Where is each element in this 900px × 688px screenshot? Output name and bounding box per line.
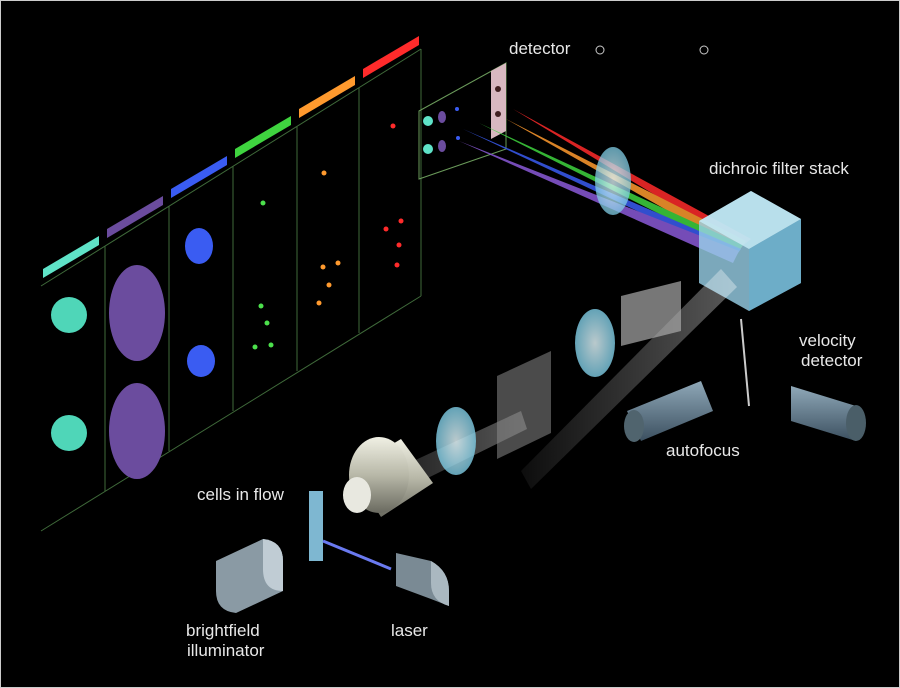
channel-color-bar — [299, 76, 355, 118]
blue-channel-image — [187, 345, 215, 377]
detector-label: detector — [509, 39, 571, 58]
autofocus-cylinder — [624, 381, 713, 442]
detector — [418, 45, 709, 180]
flow-cell — [309, 491, 323, 561]
velocity-detector-cylinder — [791, 386, 866, 441]
pickoff-mirror — [740, 318, 750, 407]
channel-images — [51, 123, 404, 479]
laser-beam — [322, 539, 392, 571]
light-path — [521, 269, 737, 489]
microscope-objective — [343, 437, 433, 517]
objective-lens-2 — [436, 407, 476, 475]
scatter-cell-image — [109, 383, 165, 479]
channel-color-bars — [43, 36, 419, 278]
channel-color-bar — [363, 36, 419, 78]
screw-icon — [699, 45, 709, 55]
green-channel-spots — [252, 200, 274, 350]
channel-color-bar — [43, 236, 99, 278]
filter-plate — [621, 281, 681, 346]
brightfield-cell-image — [51, 415, 87, 451]
laser-device — [396, 553, 449, 606]
blue-channel-image — [185, 228, 213, 264]
brightfield-illuminator-label-line1: brightfield — [186, 621, 260, 640]
screw-icon — [595, 45, 605, 55]
dichroic-filter-stack-label: dichroic filter stack — [709, 159, 849, 178]
velocity-detector-label-line1: velocity — [799, 331, 856, 350]
brightfield-illuminator-label-line2: illuminator — [187, 641, 265, 660]
detector-lens — [595, 147, 631, 215]
orange-channel-spots — [316, 170, 341, 306]
tube-lens — [575, 309, 615, 377]
brightfield-cell-image — [51, 297, 87, 333]
slit-plate — [497, 351, 551, 459]
laser-label: laser — [391, 621, 428, 640]
autofocus-label: autofocus — [666, 441, 740, 460]
channel-color-bar — [171, 156, 227, 198]
brightfield-illuminator — [216, 539, 283, 613]
velocity-detector-label-line2: detector — [801, 351, 863, 370]
image-plane — [40, 48, 422, 532]
red-channel-spots — [383, 123, 404, 268]
channel-color-bar — [235, 116, 291, 158]
channel-color-bar — [107, 196, 163, 238]
scatter-cell-image — [109, 265, 165, 361]
cells-in-flow-label: cells in flow — [197, 485, 284, 504]
